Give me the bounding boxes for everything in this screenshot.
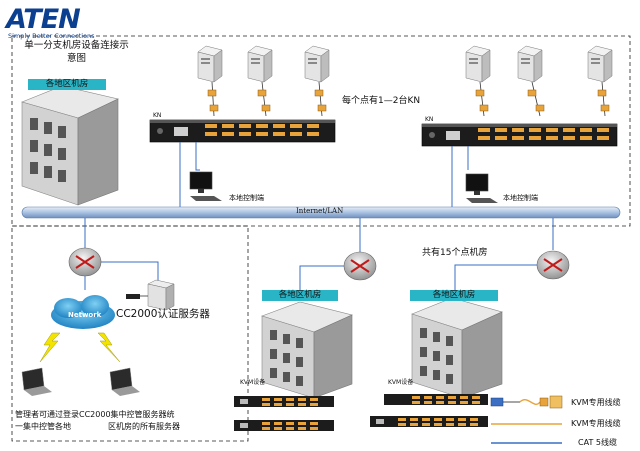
legend-label-3: CAT 5线缆 [578, 438, 617, 447]
router-icon-admin [68, 247, 102, 277]
room-tag-bottom-left: 各地区机房 [262, 290, 338, 301]
building-icon-bottom-right [411, 297, 503, 399]
top-region [11, 35, 631, 227]
server-icon [247, 45, 273, 83]
room-tag-bottom-right: 各地区机房 [410, 290, 498, 301]
kn-label-left: KN [153, 112, 162, 119]
server-group-top-left [197, 45, 330, 117]
network-label: Network [68, 311, 102, 319]
server-icon [587, 45, 613, 83]
cc2000-server-icon [126, 279, 175, 311]
kvm-device-stack-left [234, 396, 334, 431]
admin-note-line-1: 管理者可通过登录CC2000集中控管服务器统 [15, 410, 175, 419]
laptop-icon [21, 367, 52, 396]
logo-slogan: Simply Better Connections [8, 32, 95, 40]
auth-server-label: CC2000认证服务器 [116, 308, 210, 320]
server-icon [304, 45, 330, 83]
server-icon [517, 45, 543, 83]
page-title: 单一分支机房设备连接示意图 [24, 40, 129, 64]
building-icon-bottom-left [261, 301, 353, 399]
laptop-icon [109, 367, 140, 396]
kvm-device-label-left: KVM设备 [240, 379, 266, 386]
kn-label-right: KN [425, 116, 434, 123]
network-cloud-icon [51, 295, 115, 329]
router-icon-site-1 [343, 251, 377, 281]
local-console-label-right: 本地控制端 [503, 194, 538, 202]
monitor-icon-right [465, 173, 498, 203]
kvm-device-stack-right [370, 394, 488, 427]
local-console-label-left: 本地控制端 [229, 194, 264, 202]
legend-label-1: KVM专用线缆 [571, 398, 621, 407]
lan-label: Internet/LAN [296, 207, 344, 215]
per-site-note: 每个点有1—2台KN [342, 96, 421, 106]
admin-note-line-3: 区机房的所有服务器 [108, 422, 180, 431]
router-icon-site-2 [536, 250, 570, 280]
kvm-device-label-right: KVM设备 [388, 379, 414, 386]
server-group-top-right [465, 45, 613, 117]
legend-symbols [490, 395, 563, 444]
server-icon [465, 45, 491, 83]
lightning-icon [97, 332, 121, 363]
sites-note: 共有15个点机房 [422, 248, 488, 258]
building-icon-top-left [21, 85, 119, 206]
admin-note-line-2: 一集中控管各地 [15, 422, 71, 431]
monitor-icon-left [189, 171, 222, 201]
server-icon [197, 45, 223, 83]
legend-label-2: KVM专用线缆 [571, 419, 621, 428]
kn-switch-left [149, 119, 336, 143]
room-tag-top-left: 各地区机房 [28, 79, 106, 90]
kn-switch-right [421, 123, 618, 147]
lightning-icon [39, 332, 61, 363]
admin-region [11, 225, 249, 442]
lan-bus [21, 206, 621, 219]
aten-logo: ATEN [6, 4, 81, 35]
